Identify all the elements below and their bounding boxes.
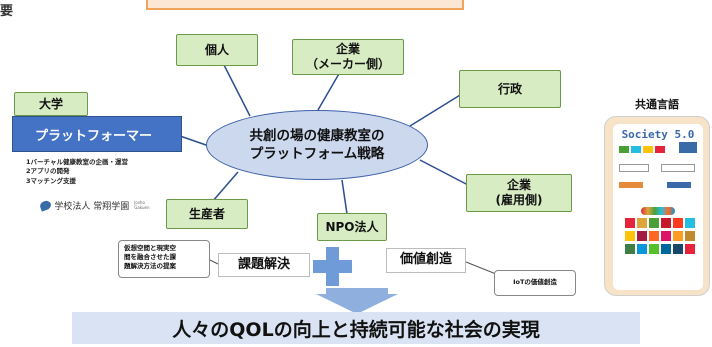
actor-government: 行政 — [459, 70, 561, 108]
actor-company-employer-line2: (雇用側) — [495, 193, 543, 207]
platformer-item: 2アプリの開発 — [26, 167, 70, 176]
sdg-tile — [625, 231, 635, 241]
bottom-goal-banner: 人々のQOLの向上と持続可能な社会の実現 — [72, 312, 640, 344]
sdg-tile — [685, 218, 695, 228]
actor-university: 大学 — [14, 92, 88, 116]
common-language-phone: Society 5.0 — [604, 116, 710, 296]
school-name-english: Josho Gakuen — [134, 200, 150, 210]
value-creation-box: 価値創造 — [386, 248, 466, 273]
platformer-item: 3マッチング支援 — [26, 176, 77, 185]
platformer-item: 1バーチャル健康教室の企画・運営 — [26, 158, 128, 166]
sdg-tile — [625, 244, 635, 254]
actor-individual-label: 個人 — [204, 42, 229, 57]
center-line2: プラットフォーム戦略 — [249, 146, 385, 162]
school-emblem-icon — [38, 198, 53, 212]
iot-value-callout: IoTの価値創造 — [494, 270, 576, 296]
actor-company-employer: 企業 (雇用側) — [466, 174, 572, 212]
callout-line: 題解決方法の提案 — [124, 262, 176, 271]
actor-npo: NPO法人 — [317, 213, 387, 241]
center-line1: 共創の場の健康教室の — [249, 127, 385, 144]
society-label: Society 5.0 — [621, 128, 695, 141]
sdg-tile — [637, 244, 647, 254]
sdg-tile — [649, 218, 659, 228]
actor-individual: 個人 — [176, 34, 258, 66]
sdg-tile — [673, 218, 683, 228]
sdg-tile — [661, 231, 671, 241]
callout-line: 間を融合させた課 — [124, 253, 176, 262]
sdg-tile — [673, 231, 683, 241]
top-banner — [146, 0, 464, 10]
sdg-tile — [649, 231, 659, 241]
problem-solving-box: 課題解決 — [218, 253, 310, 277]
actor-university-label: 大学 — [38, 96, 63, 111]
actor-company-maker: 企業 （メーカー側） — [292, 39, 404, 75]
callout-line: 仮想空間と現実空 — [124, 244, 176, 252]
sdg-tile — [625, 218, 635, 228]
center-strategy-ellipse: 共創の場の健康教室の プラットフォーム戦略 — [206, 110, 428, 180]
sdgs-logo — [641, 207, 675, 215]
actor-government-label: 行政 — [497, 81, 522, 96]
sdg-tile — [673, 244, 683, 254]
down-arrow-icon — [316, 288, 398, 314]
problem-solving-callout: 仮想空間と現実空 間を融合させた課 題解決方法の提案 — [118, 240, 210, 278]
sdg-tile — [637, 218, 647, 228]
actor-producer: 生産者 — [166, 199, 248, 229]
common-language-title: 共通言語 — [635, 98, 679, 111]
actor-company-employer-line1: 企業 — [506, 178, 531, 192]
sdg-tile — [661, 244, 671, 254]
iot-value-text: IoTの価値創造 — [513, 278, 557, 287]
sdg-tile — [685, 244, 695, 254]
phone-screen: Society 5.0 — [613, 124, 703, 290]
actor-company-maker-line2: （メーカー側） — [305, 57, 390, 71]
sdg-tile — [649, 244, 659, 254]
corner-text: 要 — [0, 4, 14, 19]
actor-producer-label: 生産者 — [188, 206, 225, 221]
actor-company-maker-line1: 企業 — [335, 42, 360, 56]
value-creation-label: 価値創造 — [399, 252, 452, 268]
sdg-tile — [661, 218, 671, 228]
school-logo: 学校法人 常翔学園 Josho Gakuen — [38, 196, 160, 214]
platformer-title: プラットフォーマー — [35, 128, 153, 144]
sdg-tile — [637, 231, 647, 241]
platformer-box: プラットフォーマー — [12, 116, 182, 152]
actor-npo-label: NPO法人 — [325, 219, 379, 234]
sdg-tile — [685, 231, 695, 241]
problem-solving-label: 課題解決 — [237, 256, 290, 272]
bottom-goal-text: 人々のQOLの向上と持続可能な社会の実現 — [172, 318, 540, 341]
school-name: 学校法人 常翔学園 — [54, 201, 130, 212]
plus-icon — [313, 247, 352, 286]
platformer-description-list: 1バーチャル健康教室の企画・運営 2アプリの開発 3マッチング支援 — [26, 158, 128, 186]
